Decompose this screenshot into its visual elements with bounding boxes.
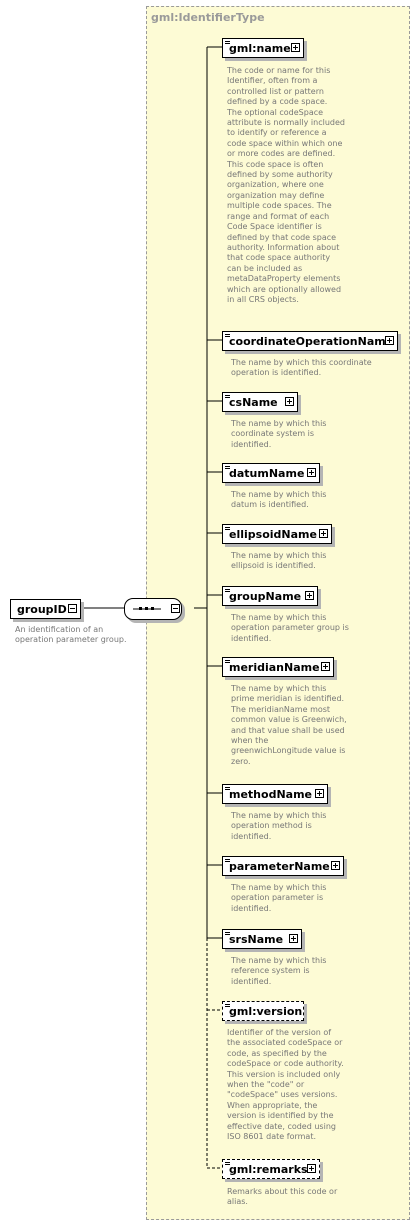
element-label: meridianName <box>229 660 320 674</box>
element-glyph-icon <box>225 466 230 471</box>
element-glyph-icon <box>225 395 230 400</box>
sequence-compositor[interactable] <box>124 598 182 620</box>
element-description: Remarks about this code or alias. <box>227 1187 338 1207</box>
expand-icon[interactable] <box>321 662 330 671</box>
element-label: ellipsoidName <box>229 527 317 541</box>
element-coordinateoperationname[interactable]: coordinateOperationName <box>222 331 398 351</box>
element-glyph-icon <box>225 660 230 665</box>
expand-icon[interactable] <box>307 1164 316 1173</box>
root-element-description: An identification of an operation parame… <box>15 625 127 645</box>
element-description: The name by which this ellipsoid is iden… <box>231 551 327 571</box>
root-element-label: groupID <box>17 602 67 616</box>
element-description: The name by which this operation paramet… <box>231 613 349 643</box>
element-label: csName <box>229 395 278 409</box>
element-glyph-icon <box>225 527 230 532</box>
element-glyph-icon <box>225 787 230 792</box>
element-datumname[interactable]: datumName <box>222 463 320 483</box>
element-label: datumName <box>229 466 305 480</box>
expand-icon[interactable] <box>291 43 300 52</box>
element-glyph-icon <box>225 1162 230 1167</box>
element-label: methodName <box>229 787 312 801</box>
expand-icon[interactable] <box>307 468 316 477</box>
expand-icon[interactable] <box>285 397 294 406</box>
expand-icon[interactable] <box>315 789 324 798</box>
expand-icon[interactable] <box>289 934 298 943</box>
element-description: The name by which this operation method … <box>231 811 327 841</box>
element-description: The name by which this reference system … <box>231 956 327 986</box>
element-glyph-icon <box>225 589 230 594</box>
element-groupname[interactable]: groupName <box>222 586 318 606</box>
element-label: coordinateOperationName <box>229 334 394 348</box>
element-label: gml:version <box>229 1004 303 1018</box>
expand-icon[interactable] <box>385 336 394 345</box>
sequence-icon <box>133 607 161 610</box>
expand-icon[interactable] <box>331 861 340 870</box>
collapse-icon[interactable] <box>68 604 77 613</box>
type-label: gml:IdentifierType <box>151 11 265 24</box>
element-glyph-icon <box>225 932 230 937</box>
root-element-groupid[interactable]: groupID <box>10 599 81 619</box>
element-ellipsoidname[interactable]: ellipsoidName <box>222 524 332 544</box>
element-label: parameterName <box>229 859 330 873</box>
element-gml-remarks[interactable]: gml:remarks <box>222 1159 320 1179</box>
element-gml-version[interactable]: gml:version <box>222 1001 304 1021</box>
element-description: The name by which this datum is identifi… <box>231 490 327 510</box>
element-glyph-icon <box>225 1004 230 1009</box>
collapse-icon[interactable] <box>171 604 180 613</box>
element-glyph-icon <box>225 859 230 864</box>
element-description: The name by which this operation paramet… <box>231 883 327 913</box>
element-description: The code or name for this Identifier, of… <box>227 66 345 304</box>
element-description: Identifier of the version of the associa… <box>227 1028 344 1142</box>
element-label: gml:name <box>229 41 291 55</box>
expand-icon[interactable] <box>319 529 328 538</box>
element-label: gml:remarks <box>229 1162 308 1176</box>
element-parametername[interactable]: parameterName <box>222 856 344 876</box>
element-glyph-icon <box>225 334 230 339</box>
element-description: The name by which this coordinate system… <box>231 419 327 449</box>
element-csname[interactable]: csName <box>222 392 298 412</box>
element-description: The name by which this coordinate operat… <box>231 358 372 378</box>
element-label: groupName <box>229 589 302 603</box>
expand-icon[interactable] <box>305 591 314 600</box>
element-label: srsName <box>229 932 284 946</box>
element-methodname[interactable]: methodName <box>222 784 328 804</box>
element-gml-name[interactable]: gml:name <box>222 38 304 58</box>
element-srsname[interactable]: srsName <box>222 929 302 949</box>
element-meridianname[interactable]: meridianName <box>222 657 334 677</box>
element-glyph-icon <box>225 41 230 46</box>
element-description: The name by which this prime meridian is… <box>231 684 347 766</box>
